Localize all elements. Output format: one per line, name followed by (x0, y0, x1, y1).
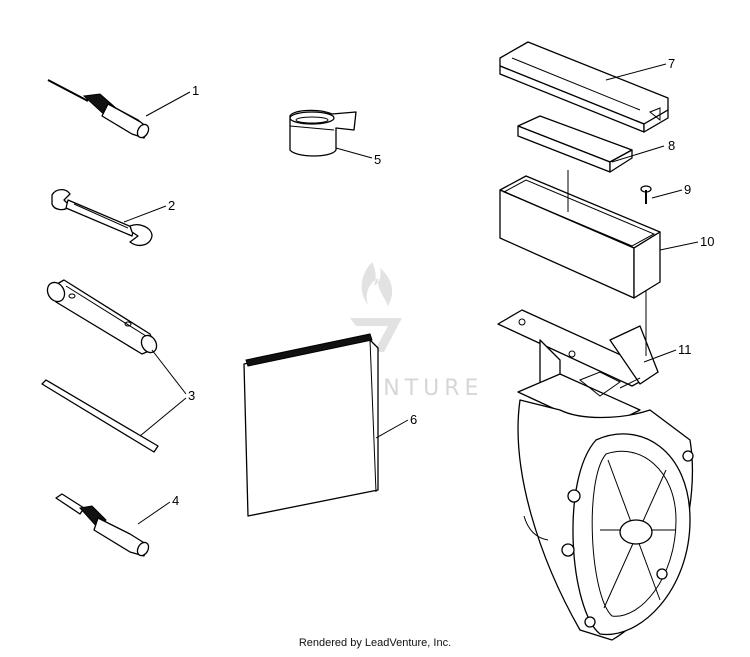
part-7-toolbox-lid (499, 41, 669, 133)
callout-7: 7 (668, 56, 675, 71)
callout-9: 9 (684, 182, 691, 197)
part-4-small-screwdriver (55, 493, 150, 557)
callout-4: 4 (172, 493, 179, 508)
part-2-wrench (51, 188, 153, 247)
leader-lines (123, 63, 699, 525)
flame-logo-icon (361, 262, 393, 306)
callout-10: 10 (700, 234, 714, 249)
part-5-tape-roll (289, 109, 357, 157)
callout-5: 5 (374, 152, 381, 167)
part-8-foam-pad (517, 115, 633, 173)
callout-3: 3 (188, 388, 195, 403)
callout-8: 8 (668, 138, 675, 153)
part-11-mounting-bracket-housing (497, 309, 694, 641)
callout-6: 6 (410, 412, 417, 427)
footer-credit: Rendered by LeadVenture, Inc. (298, 637, 452, 649)
callout-numbers: 1 2 3 4 5 6 7 8 9 10 11 (168, 56, 714, 508)
part-9-screw (640, 185, 652, 204)
v-logo-icon (350, 318, 402, 352)
part-6-owners-manual (243, 333, 379, 517)
part-10-tool-box (499, 170, 661, 299)
callout-1: 1 (192, 83, 199, 98)
part-1-screwdriver (47, 79, 150, 139)
part-3-tube-wrench-and-bar (41, 279, 159, 453)
callout-11: 11 (678, 342, 692, 357)
callout-2: 2 (168, 198, 175, 213)
